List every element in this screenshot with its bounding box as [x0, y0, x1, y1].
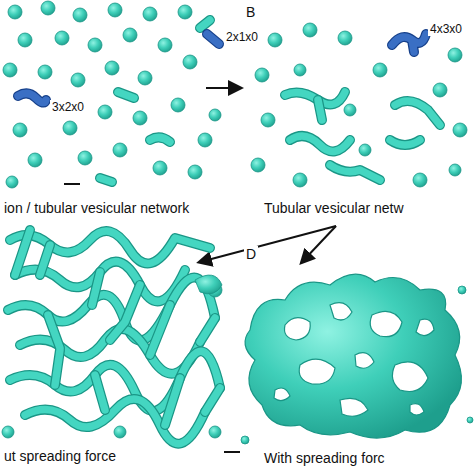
panel-caption: With spreading forc: [262, 450, 387, 466]
fork-arrow: [200, 226, 336, 262]
step-arrow: [206, 87, 240, 89]
fork-arrow: [302, 226, 336, 262]
complex-label: 2x1x0: [224, 30, 260, 44]
panel-d-sheet: [241, 274, 473, 444]
complex-label: 3x2x0: [50, 100, 86, 114]
panel-c-network: [2, 230, 222, 444]
complex-label: 4x3x0: [428, 22, 464, 36]
panel-letter: D: [244, 246, 258, 262]
panel-b-vesicles: [251, 23, 467, 188]
panel-caption: ut spreading force: [2, 448, 118, 464]
panel-letter: B: [244, 4, 257, 20]
panel-a-vesicles: [3, 1, 221, 188]
scale-bar: [224, 451, 240, 453]
scale-bar: [64, 183, 80, 185]
panel-caption: Tubular vesicular netw: [262, 200, 406, 216]
panel-caption: ion / tubular vesicular network: [2, 200, 191, 216]
